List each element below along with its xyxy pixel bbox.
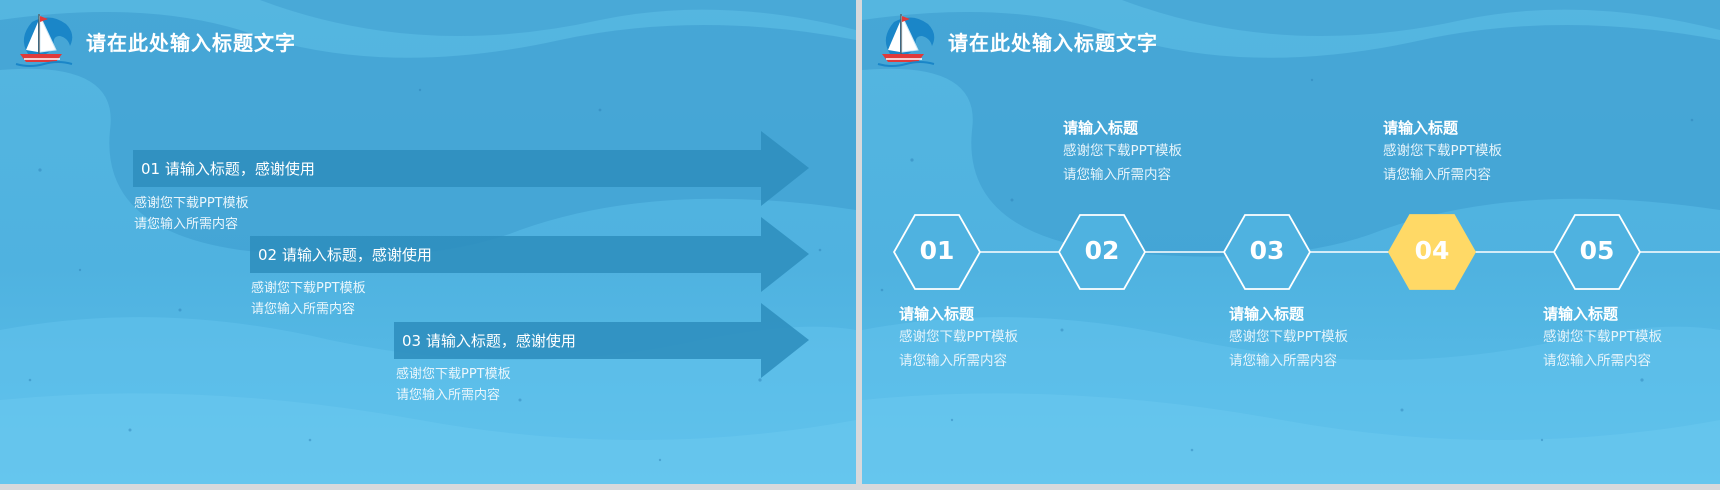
arrow-item-3: 03 请输入标题，感谢使用: [394, 303, 809, 378]
hex-step-3: 03: [1222, 214, 1312, 290]
step-line: 感谢您下载PPT模板: [899, 329, 1019, 345]
description-line: 感谢您下载PPT模板: [134, 196, 249, 211]
step-line: 请您输入所需内容: [899, 353, 1007, 369]
header: 请在此处输入标题文字: [872, 8, 1158, 74]
description-line: 请您输入所需内容: [251, 302, 356, 317]
arrow-label: 01 请输入标题，感谢使用: [141, 160, 315, 178]
slide-title: 请在此处输入标题文字: [948, 30, 1158, 55]
step-title: 请输入标题: [1383, 119, 1459, 137]
step-number: 02: [1084, 236, 1120, 265]
header: 请在此处输入标题文字: [10, 8, 296, 74]
arrow-label: 02 请输入标题，感谢使用: [258, 246, 432, 264]
hex-step-4-highlighted: 04: [1387, 214, 1477, 290]
hexagon-shape: [1387, 214, 1477, 290]
step-line: 请您输入所需内容: [1063, 167, 1171, 183]
step-line: 感谢您下载PPT模板: [1063, 143, 1183, 159]
step-title: 请输入标题: [1229, 305, 1305, 323]
hex-step-2: 02: [1057, 214, 1147, 290]
step-number: 01: [919, 236, 955, 265]
sailboat-wave-icon: [877, 14, 935, 67]
step-title: 请输入标题: [1063, 119, 1139, 137]
sailboat-wave-icon: [15, 14, 73, 67]
hex-step-1: 01: [892, 214, 982, 290]
step-number: 05: [1579, 236, 1615, 265]
description-line: 请您输入所需内容: [134, 217, 239, 232]
arrow-item-2: 02 请输入标题，感谢使用: [250, 217, 809, 292]
description-line: 感谢您下载PPT模板: [396, 367, 511, 382]
arrow-item-1: 01 请输入标题，感谢使用: [133, 131, 809, 206]
description-line: 感谢您下载PPT模板: [251, 281, 366, 296]
step-text-4: 请输入标题 感谢您下载PPT模板 请您输入所需内容: [1383, 117, 1502, 187]
step-number: 04: [1414, 236, 1450, 265]
step-line: 感谢您下载PPT模板: [1229, 329, 1349, 345]
hex-step-5: 05: [1552, 214, 1642, 290]
step-line: 请您输入所需内容: [1229, 353, 1337, 369]
right-arrow-shape: [133, 131, 809, 206]
step-text-3: 请输入标题 感谢您下载PPT模板 请您输入所需内容: [1229, 303, 1348, 373]
step-line: 感谢您下载PPT模板: [1543, 329, 1663, 345]
step-line: 请您输入所需内容: [1383, 167, 1491, 183]
step-line: 请您输入所需内容: [1543, 353, 1651, 369]
step-text-2: 请输入标题 感谢您下载PPT模板 请您输入所需内容: [1063, 117, 1182, 187]
arrow-description-1: 感谢您下载PPT模板 请您输入所需内容: [134, 193, 249, 235]
hexagon-shape: [1222, 214, 1312, 290]
arrow-description-2: 感谢您下载PPT模板 请您输入所需内容: [251, 278, 366, 320]
hexagon-shape: [892, 214, 982, 290]
wave-background: [862, 0, 1720, 484]
right-arrow-shape: [250, 217, 809, 292]
step-title: 请输入标题: [899, 305, 975, 323]
hexagon-shape: [1552, 214, 1642, 290]
arrow-description-3: 感谢您下载PPT模板 请您输入所需内容: [396, 364, 511, 406]
step-number: 03: [1249, 236, 1285, 265]
description-line: 请您输入所需内容: [396, 388, 501, 403]
slide-title: 请在此处输入标题文字: [86, 30, 296, 55]
right-arrow-shape: [394, 303, 809, 378]
hexagon-shape: [1057, 214, 1147, 290]
step-text-1: 请输入标题 感谢您下载PPT模板 请您输入所需内容: [899, 303, 1018, 373]
slide-arrows: 请在此处输入标题文字 01 请输入标题，感谢使用 感谢您下载PPT模板 请您输入…: [0, 0, 856, 484]
step-title: 请输入标题: [1543, 305, 1619, 323]
step-line: 感谢您下载PPT模板: [1383, 143, 1503, 159]
arrow-label: 03 请输入标题，感谢使用: [402, 332, 576, 350]
slide-hex-timeline: 请在此处输入标题文字 01 02 03 04 05 请输入标题: [862, 0, 1720, 484]
step-text-5: 请输入标题 感谢您下载PPT模板 请您输入所需内容: [1543, 303, 1662, 373]
